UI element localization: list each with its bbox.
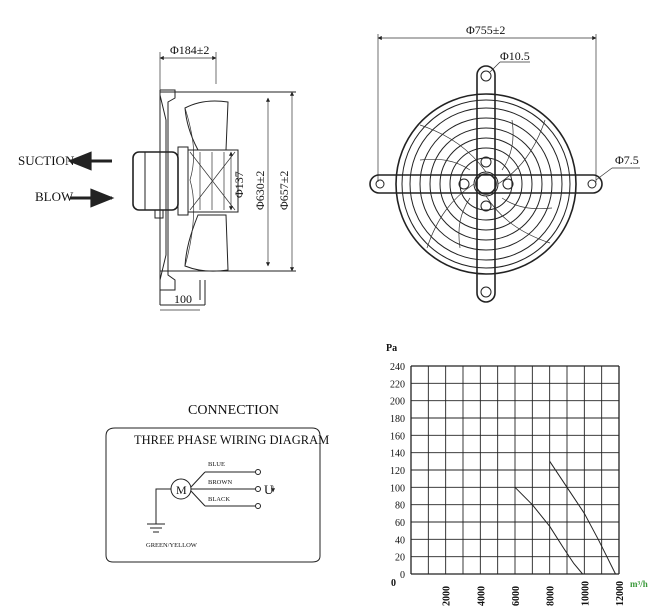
- y-tick-label: 0: [400, 570, 405, 581]
- fan-shroud: [159, 89, 176, 305]
- y-tick-label: 160: [390, 431, 405, 442]
- x-axis-label: m³/h: [630, 579, 648, 589]
- y-tick-label: 240: [390, 362, 405, 373]
- y-tick-label: 20: [395, 553, 405, 564]
- y-tick-label: 140: [390, 449, 405, 460]
- wiring-section: CONNECTION THREE PHASE WIRING DIAGRAM M …: [105, 403, 329, 563]
- performance-curve-1: [549, 461, 616, 575]
- fan-blade-lower: [184, 214, 229, 272]
- y-tick-label: 220: [390, 379, 405, 390]
- dim-outer-label: Φ657±2: [277, 171, 291, 210]
- chart-grid: [410, 365, 620, 575]
- dim-blade-label: Φ630±2: [253, 171, 267, 210]
- x-tick-label: 0: [391, 578, 396, 589]
- voltage-label: U: [264, 482, 274, 497]
- side-view: Φ184±2 Φ137 Φ630±2 Φ657±2 100 SUCTION: [18, 43, 296, 311]
- wire-label-black: BLACK: [208, 496, 230, 503]
- dim-mount-label: 100: [174, 292, 192, 306]
- motor-body: [132, 151, 179, 211]
- y-tick-labels: 0 20 40 60 80 100 120 140 160 180 200 220 240: [390, 362, 405, 581]
- ground-line: [155, 488, 171, 524]
- fan-guard: [395, 93, 577, 275]
- performance-curve-2: [514, 486, 583, 575]
- y-tick-label: 180: [390, 414, 405, 425]
- blow-label: BLOW: [35, 189, 74, 204]
- y-axis-label: Pa: [386, 343, 397, 354]
- x-tick-label: 10000: [580, 581, 591, 606]
- fan-blade-upper: [184, 100, 229, 151]
- y-tick-label: 100: [390, 483, 405, 494]
- performance-chart: Pa m³/h 0 20 40 60 80 100 120 140 160 180 200 220 24…: [386, 343, 648, 606]
- dim-hole-side-label: Φ7.5: [615, 153, 639, 167]
- performance-curves: [514, 461, 616, 575]
- y-tick-label: 40: [395, 535, 405, 546]
- y-tick-label: 120: [390, 466, 405, 477]
- mounting-arms: [369, 65, 603, 303]
- wire-label-blue: BLUE: [208, 461, 225, 468]
- dim-depth-label: Φ184±2: [170, 43, 209, 57]
- wiring-box: [105, 427, 321, 563]
- dim-hub-label: Φ137: [232, 171, 246, 198]
- x-tick-label: 8000: [546, 586, 557, 606]
- x-tick-labels: 0 2000 4000 6000 8000 10000 12000: [391, 578, 626, 606]
- x-tick-label: 6000: [511, 586, 522, 606]
- suction-label: SUCTION: [18, 153, 75, 168]
- connection-heading: CONNECTION: [188, 403, 279, 418]
- wire-label-brown: BROWN: [208, 479, 233, 486]
- dim-hole-top-label: Φ10.5: [500, 49, 530, 63]
- dim-overall-label: Φ755±2: [466, 23, 505, 37]
- y-tick-label: 60: [395, 518, 405, 529]
- ground-label: GREEN/YELLOW: [146, 542, 198, 549]
- y-tick-label: 200: [390, 397, 405, 408]
- wiring-box-title: THREE PHASE WIRING DIAGRAM: [134, 433, 329, 447]
- x-tick-label: 12000: [615, 581, 626, 606]
- front-view: Φ755±2 Φ1: [369, 23, 640, 303]
- x-tick-label: 4000: [476, 586, 487, 606]
- motor-symbol-label: M: [176, 483, 187, 497]
- y-tick-label: 80: [395, 501, 405, 512]
- x-tick-label: 2000: [442, 586, 453, 606]
